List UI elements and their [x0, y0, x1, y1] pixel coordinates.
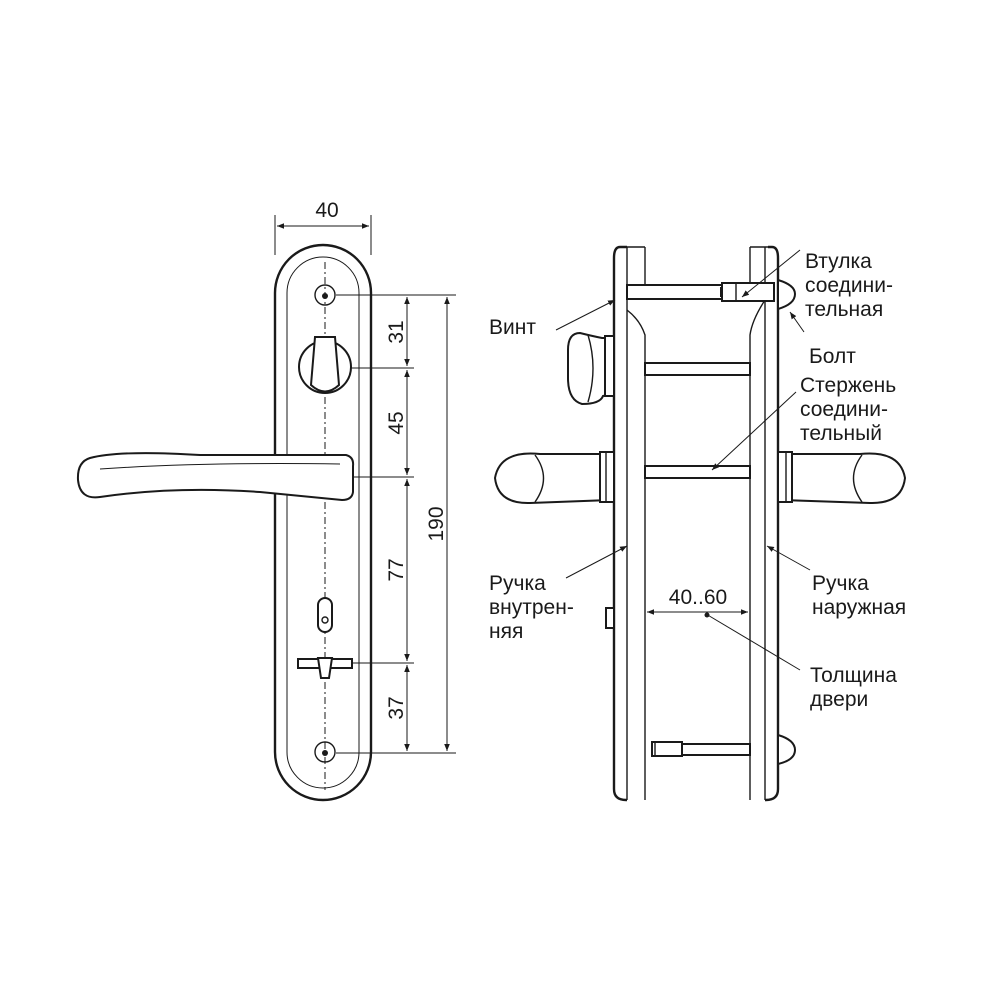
dimension-40-60: 40..60 — [669, 586, 727, 609]
key-slot-icon — [317, 597, 333, 633]
top-screw-bushing — [626, 278, 797, 311]
label-ruchka-naruzh: Ручка наружная — [812, 572, 906, 619]
inner-handle-side — [493, 451, 615, 505]
label-vint: Винт — [489, 316, 536, 339]
escutcheon-plate-inner — [286, 256, 360, 789]
latch-tab — [605, 607, 615, 629]
top-screw-icon — [314, 284, 336, 306]
total-height-dimension: 190 — [425, 297, 450, 751]
label-tolshchina: Толщина двери — [810, 664, 903, 711]
label-bolt: Болт — [809, 345, 856, 368]
callout-labels: Втулка соедини- тельная Винт Болт Стерже… — [489, 250, 906, 711]
bolt-rod — [644, 362, 751, 376]
front-view: 40 31 45 77 37 190 — [76, 199, 456, 802]
outer-plate-profile — [765, 245, 780, 802]
dimension-31: 31 — [385, 320, 408, 343]
dimension-45: 45 — [385, 411, 408, 434]
label-vtulka: Втулка соедини- тельная — [805, 250, 899, 321]
thumb-turn-knob — [298, 336, 352, 394]
width-dimension-label: 40 — [315, 199, 338, 222]
escutcheon-plate-outer — [273, 243, 373, 802]
leader-lines — [555, 249, 811, 671]
inner-plate-profile — [612, 245, 627, 802]
connecting-spindle — [644, 465, 751, 479]
label-sterzhen: Стержень соедини- тельный — [800, 374, 902, 445]
width-dimension: 40 — [274, 199, 372, 255]
vertical-chain-dimensions: 31 45 77 37 — [385, 297, 410, 751]
dimension-190: 190 — [425, 506, 448, 541]
dimension-37: 37 — [385, 696, 408, 719]
door-thickness-dimension: 40..60 — [647, 586, 748, 615]
latch-indicator-icon — [297, 657, 353, 679]
label-ruchka-vnutr: Ручка внутрен- няя — [489, 572, 580, 643]
outer-handle-side — [777, 451, 907, 505]
lever-handle — [76, 452, 355, 502]
bottom-screw-bushing — [651, 733, 797, 766]
bottom-screw-icon — [314, 741, 336, 763]
side-view: 40..60 Втулка соедини- тельная Винт Болт… — [489, 245, 907, 802]
side-thumb-turn — [567, 331, 615, 406]
dimension-77: 77 — [385, 558, 408, 581]
